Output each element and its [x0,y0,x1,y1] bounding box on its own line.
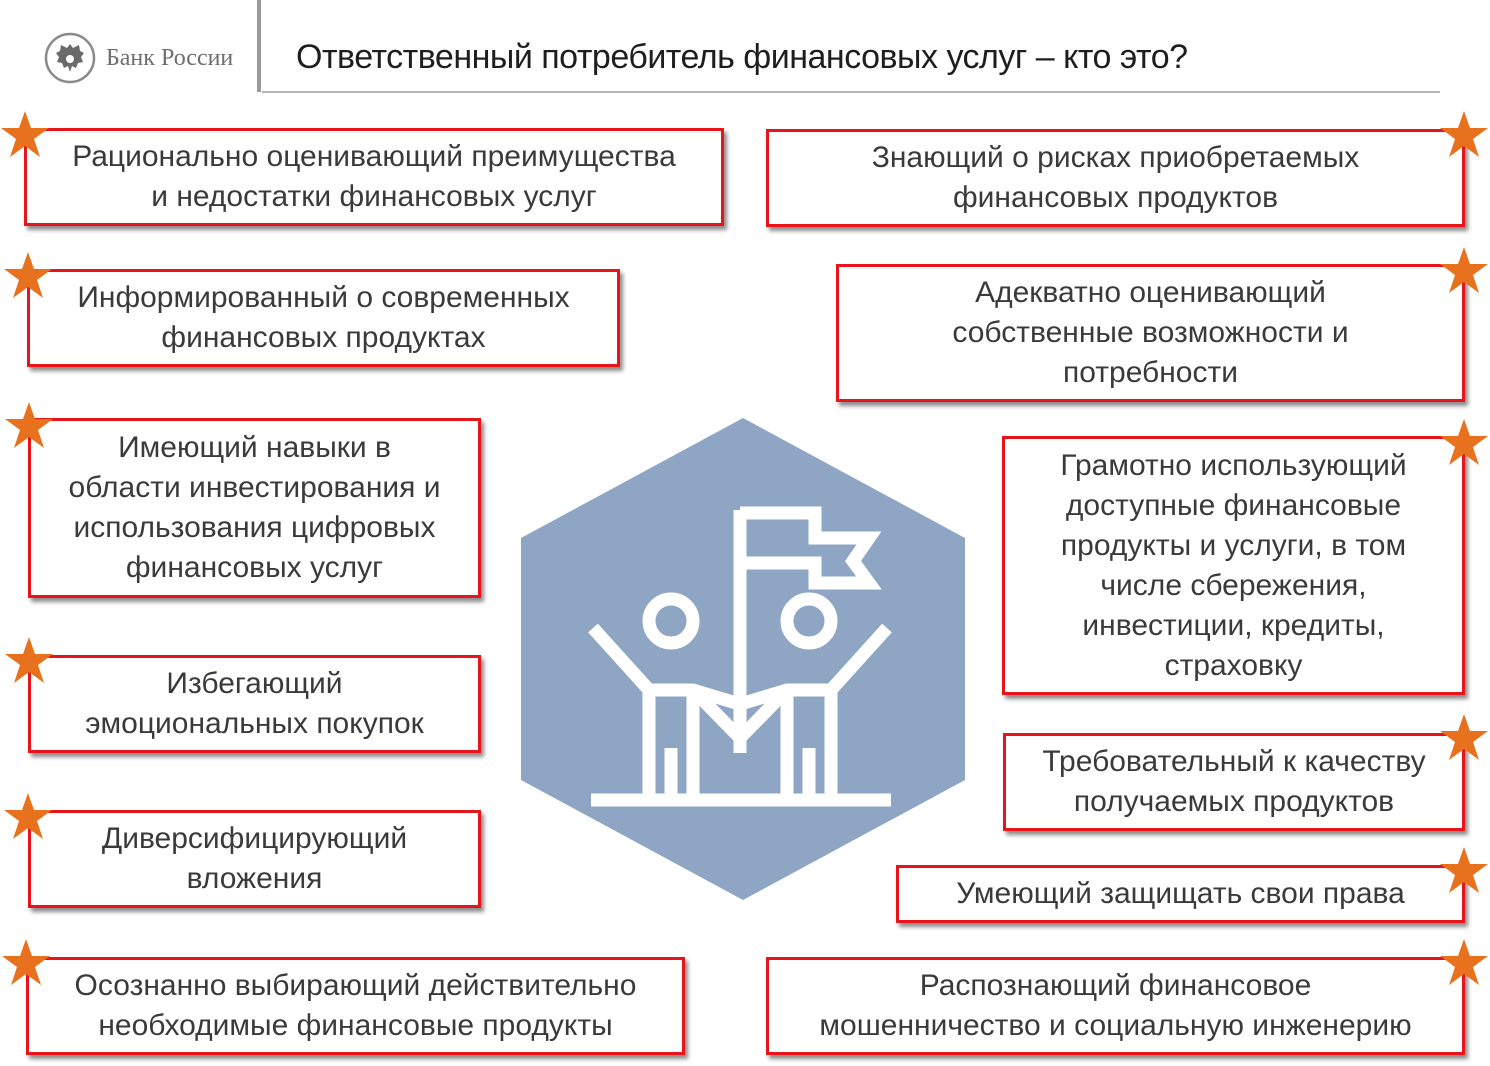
star-icon [4,793,52,839]
quality-text: Распознающий финансовое мошенничество и … [819,969,1412,1042]
star-icon [4,252,52,298]
hexagon-emblem [521,418,965,900]
star-icon [1440,419,1488,465]
quality-box-left-1: Рационально оценивающий преимущества и н… [24,128,724,226]
quality-text: Грамотно использующий доступные финансов… [1060,448,1407,682]
star-icon [1440,247,1488,293]
quality-text: Имеющий навыки в области инвестирования … [68,431,441,584]
quality-text: Адекватно оценивающий собственные возмож… [952,276,1349,389]
quality-box-right-6: Распознающий финансовое мошенничество и … [766,957,1465,1055]
header-divider-vertical [257,0,261,92]
two-people-with-flag-icon [588,506,892,807]
quality-text: Информированный о современных финансовых… [77,281,570,354]
star-icon [1440,111,1488,157]
star-icon [5,402,53,448]
quality-box-right-3: Грамотно использующий доступные финансов… [1002,436,1465,695]
double-headed-eagle-icon [44,32,96,84]
quality-box-right-4: Требовательный к качеству получаемых про… [1003,733,1465,831]
quality-text: Осознанно выбирающий действительно необх… [74,969,637,1042]
quality-text: Рационально оценивающий преимущества и н… [72,140,676,213]
quality-text: Знающий о рисках приобретаемых финансовы… [871,141,1360,214]
bank-logo: Банк России [44,30,254,86]
quality-text: Диверсифицирующий вложения [101,822,408,895]
quality-text: Требовательный к качеству получаемых про… [1042,745,1426,818]
logo-text: Банк России [106,44,234,71]
star-icon [2,939,50,985]
star-icon [1440,939,1488,985]
quality-box-right-1: Знающий о рисках приобретаемых финансовы… [766,129,1465,227]
quality-box-left-5: Диверсифицирующий вложения [28,810,481,908]
star-icon [1,111,49,157]
quality-text: Избегающий эмоциональных покупок [85,667,424,740]
star-icon [1440,847,1488,893]
quality-box-left-2: Информированный о современных финансовых… [27,269,620,367]
page-title: Ответственный потребитель финансовых усл… [296,38,1188,76]
header-divider-horizontal [262,91,1440,93]
quality-box-right-2: Адекватно оценивающий собственные возмож… [836,264,1465,402]
star-icon [5,637,53,683]
quality-box-right-5: Умеющий защищать свои права [896,865,1465,923]
quality-box-left-4: Избегающий эмоциональных покупок [28,655,481,753]
quality-box-left-3: Имеющий навыки в области инвестирования … [28,418,481,598]
quality-box-left-6: Осознанно выбирающий действительно необх… [26,957,685,1055]
star-icon [1440,714,1488,760]
quality-text: Умеющий защищать свои права [956,877,1405,910]
